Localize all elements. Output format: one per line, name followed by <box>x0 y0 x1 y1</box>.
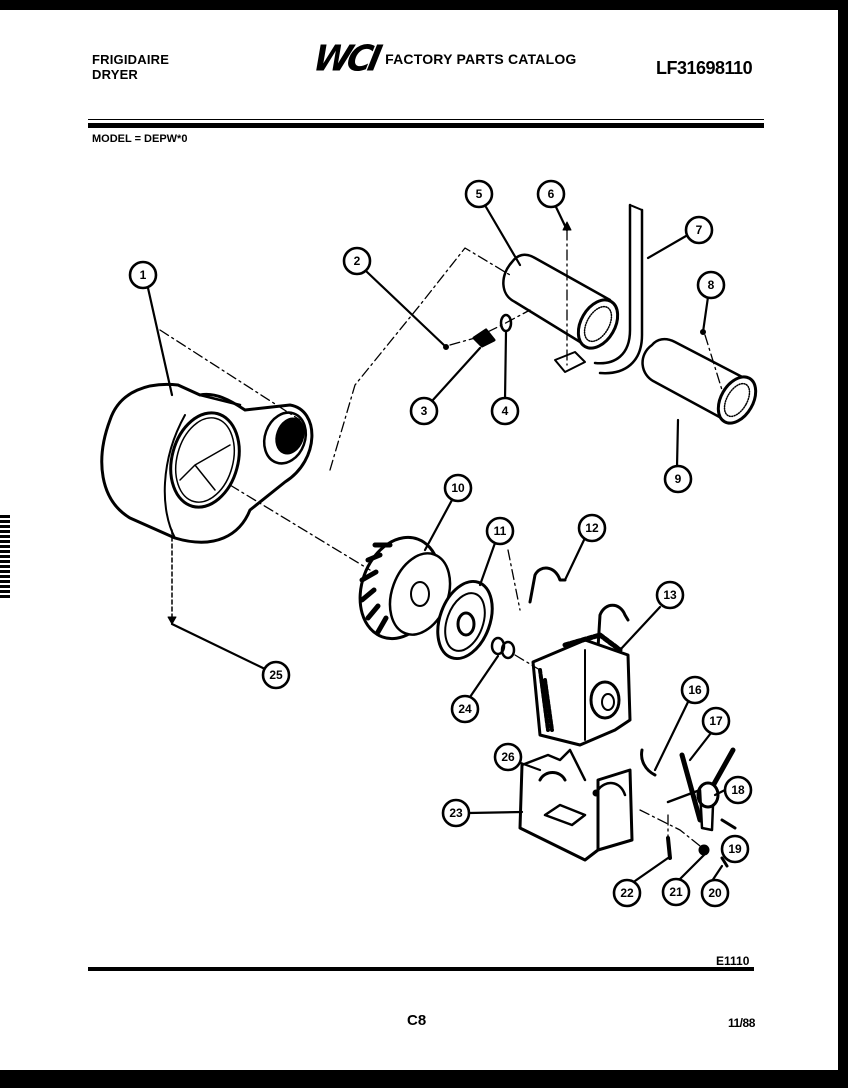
svg-text:1: 1 <box>140 268 147 282</box>
svg-text:24: 24 <box>458 702 472 716</box>
callout-17: 17 <box>701 706 731 736</box>
svg-text:21: 21 <box>669 885 683 899</box>
catalog-title: FACTORY PARTS CATALOG <box>385 51 577 67</box>
svg-text:11: 11 <box>494 524 507 538</box>
svg-text:3: 3 <box>421 404 428 418</box>
svg-text:4: 4 <box>502 404 509 418</box>
idler-pulley-drawing <box>696 781 720 809</box>
callout-2: 2 <box>342 246 372 276</box>
vent-strap-drawing <box>593 203 644 375</box>
svg-text:2: 2 <box>354 254 361 268</box>
svg-text:7: 7 <box>696 223 703 237</box>
callout-3: 3 <box>409 396 439 426</box>
page-number: C8 <box>407 1012 427 1029</box>
clip-12-drawing <box>528 566 567 604</box>
callout-8: 8 <box>696 270 726 300</box>
svg-text:5: 5 <box>476 187 483 201</box>
duct-extension-drawing <box>641 337 758 425</box>
clamp-drawing <box>472 328 496 348</box>
svg-text:16: 16 <box>688 683 702 697</box>
catalog-number: LF31698110 <box>656 58 753 78</box>
callout-10: 10 <box>443 473 473 503</box>
header-rule-thin <box>88 119 764 120</box>
model-label: MODEL = DEPW*0 <box>92 133 188 145</box>
blower-wheel-drawing <box>358 535 452 641</box>
callout-22: 22 <box>612 878 642 908</box>
callout-1: 1 <box>128 260 158 290</box>
callout-11: 11 <box>485 516 515 546</box>
callout-16: 16 <box>680 675 710 705</box>
callout-26: 26 <box>493 742 523 772</box>
svg-text:25: 25 <box>269 668 283 682</box>
binding-edge <box>0 515 10 600</box>
svg-text:17: 17 <box>709 714 723 728</box>
svg-text:26: 26 <box>501 750 515 764</box>
callout-21: 21 <box>661 877 691 907</box>
callout-7: 7 <box>684 215 714 245</box>
callout-4: 4 <box>490 396 520 426</box>
callout-20: 20 <box>700 878 730 908</box>
callout-9: 9 <box>663 464 693 494</box>
brand-block: FRIGIDAIRE DRYER <box>92 52 169 82</box>
callout-25: 25 <box>261 660 291 690</box>
svg-text:8: 8 <box>708 278 715 292</box>
appliance-type: DRYER <box>92 67 139 82</box>
motor-drawing <box>531 632 632 747</box>
callout-5: 5 <box>464 179 494 209</box>
footer-rule <box>88 967 754 971</box>
header-rule <box>88 123 764 128</box>
callout-24: 24 <box>450 694 480 724</box>
svg-text:12: 12 <box>585 521 599 535</box>
blower-housing-drawing <box>100 382 314 544</box>
callout-12: 12 <box>577 513 607 543</box>
callout-13: 13 <box>655 580 685 610</box>
svg-text:22: 22 <box>620 886 634 900</box>
brand-name: FRIGIDAIRE <box>92 52 170 67</box>
publication-date: 11/88 <box>728 1016 755 1030</box>
callout-23: 23 <box>441 798 471 828</box>
svg-text:23: 23 <box>449 806 463 820</box>
svg-text:20: 20 <box>708 886 722 900</box>
spring-drawing <box>640 748 657 777</box>
exhaust-duct-drawing <box>502 253 620 373</box>
svg-text:6: 6 <box>548 187 555 201</box>
callout-18: 18 <box>723 775 753 805</box>
svg-text:18: 18 <box>731 783 745 797</box>
figure-reference-code: E1110 <box>716 954 750 968</box>
motor-mount-drawing <box>518 748 634 862</box>
callout-19: 19 <box>720 834 750 864</box>
svg-text:13: 13 <box>663 588 677 602</box>
svg-text:10: 10 <box>451 481 465 495</box>
svg-text:9: 9 <box>675 472 682 486</box>
publisher-header: WCI FACTORY PARTS CATALOG <box>310 38 577 80</box>
svg-text:19: 19 <box>728 842 742 856</box>
clip-13-drawing <box>596 603 630 650</box>
callout-6: 6 <box>536 179 566 209</box>
seal-drawing <box>436 579 494 661</box>
